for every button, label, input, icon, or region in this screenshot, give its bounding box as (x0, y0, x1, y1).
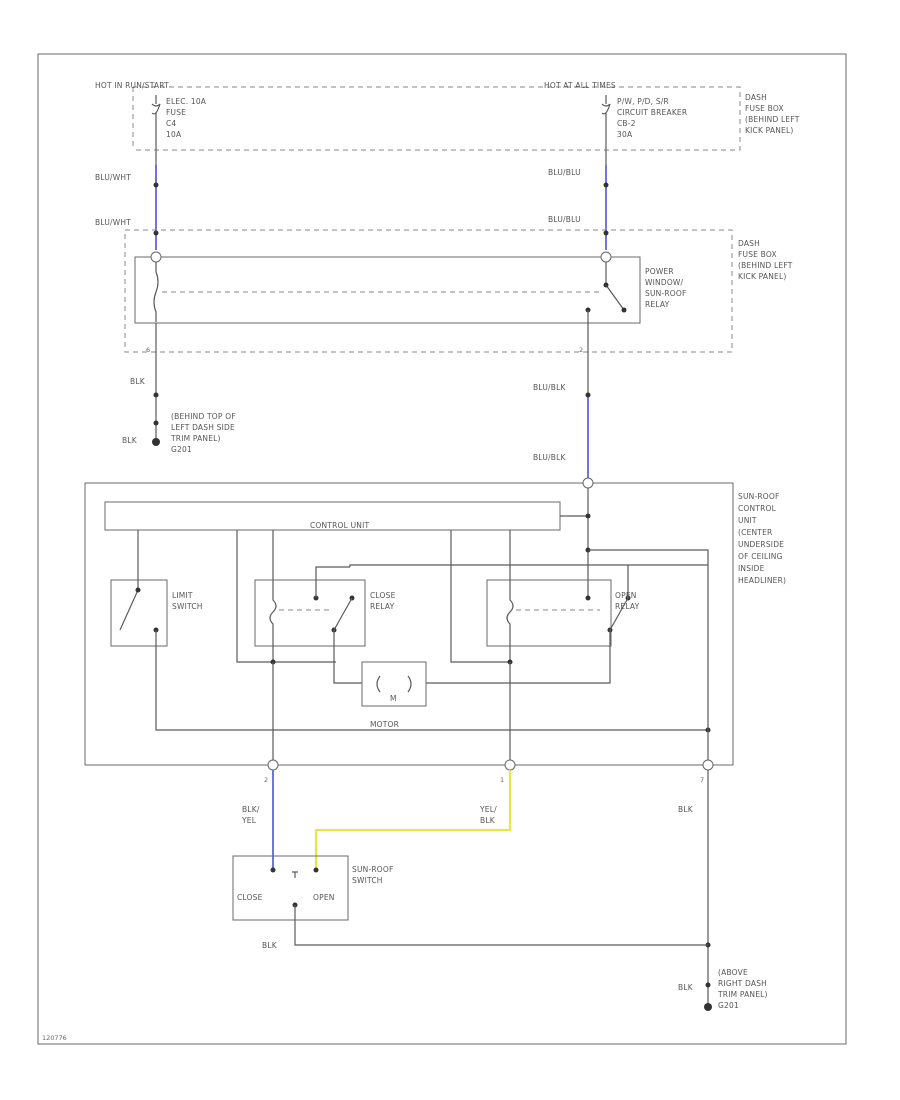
hot-all-times-label: HOT AT ALL TIMES (544, 81, 616, 90)
close-relay-box (254, 579, 366, 647)
fuse-right-line4: 30A (617, 130, 633, 139)
dash-fuse-mid-4: KICK PANEL) (738, 272, 787, 281)
mid-fuse-box-outline (124, 229, 733, 353)
g201-4: G201 (171, 445, 192, 454)
wire-label-blk-4: BLK (262, 941, 278, 950)
g201-2: LEFT DASH SIDE (171, 423, 235, 432)
cu-loc-5: UNDERSIDE (738, 540, 784, 549)
sunroof-switch-2: SWITCH (352, 876, 383, 885)
outer-frame (37, 53, 847, 1045)
close-relay-2: RELAY (370, 602, 395, 611)
motor-label: MOTOR (370, 720, 399, 729)
control-unit-label: CONTROL UNIT (310, 521, 370, 530)
pin-4: 7 (700, 776, 704, 784)
g201-1: (BEHIND TOP OF (171, 412, 236, 421)
fuse-left-line4: 10A (166, 130, 182, 139)
power-relay-4: RELAY (645, 300, 670, 309)
g201b-2: RIGHT DASH (718, 979, 767, 988)
sunroof-switch-1: SUN-ROOF (352, 865, 394, 874)
wire-label-blk-yel-a: BLK/ (242, 805, 260, 814)
pin-2: 2 (579, 346, 583, 354)
dash-fuse-mid-1: DASH (738, 239, 760, 248)
relay-coil (153, 262, 159, 322)
pin-7: 1 (500, 776, 504, 784)
limit-switch-2: SWITCH (172, 602, 203, 611)
ground-symbol-g201b (704, 1003, 712, 1011)
top-fuse-box-outline (133, 86, 741, 151)
fuse-left-line2: FUSE (166, 108, 186, 117)
g201b-3: TRIM PANEL) (717, 990, 768, 999)
motor-symbol: M (390, 694, 397, 703)
cu-loc-4: (CENTER (738, 528, 772, 537)
pin-1: 6 (146, 346, 150, 354)
sunroof-control-unit-box (84, 482, 734, 766)
dash-fuse-mid-3: (BEHIND LEFT (738, 261, 793, 270)
dash-fuse-top-2: FUSE BOX (745, 104, 784, 113)
cu-loc-6: OF CEILING (738, 552, 783, 561)
power-relay-3: SUN-ROOF (645, 289, 687, 298)
ground-symbol-g201 (152, 438, 160, 446)
fuse-right-line1: P/W, P/D, S/R (617, 97, 669, 106)
sunroof-switch-contact (292, 871, 298, 878)
power-relay-box (134, 256, 641, 324)
hot-run-start-label: HOT IN RUN/START (95, 81, 169, 90)
wire-label-blu-wht-1: BLU/WHT (95, 173, 131, 182)
open-relay-coil (506, 530, 514, 662)
wire-label-blu-blu-2: BLU/BLU (548, 215, 581, 224)
wire-label-blu-wht-2: BLU/WHT (95, 218, 131, 227)
wire-label-blk-yel-b: YEL (241, 816, 257, 825)
close-relay-coil (269, 530, 277, 662)
close-relay-1: CLOSE (370, 591, 396, 600)
fuse-left-line3: C4 (166, 119, 176, 128)
fuse-right-line2: CIRCUIT BREAKER (617, 108, 687, 117)
wire-label-blu-blk-1: BLU/BLK (533, 383, 566, 392)
pin-5: 2 (264, 776, 268, 784)
limit-switch-1: LIMIT (172, 591, 193, 600)
cu-loc-7: INSIDE (738, 564, 765, 573)
wire-label-blk-3: BLK (678, 805, 694, 814)
sunroof-switch-box (232, 855, 349, 921)
power-relay-1: POWER (645, 267, 674, 276)
wire-label-yel-blk-a: YEL/ (479, 805, 497, 814)
dash-fuse-mid-2: FUSE BOX (738, 250, 777, 259)
cu-loc-1: SUN-ROOF (738, 492, 780, 501)
open-relay-box (486, 579, 612, 647)
open-relay-2: RELAY (615, 602, 640, 611)
power-relay-2: WINDOW/ (645, 278, 684, 287)
fuse-left-line1: ELEC. 10A (166, 97, 207, 106)
g201b-4: G201 (718, 1001, 739, 1010)
switch-close-label: CLOSE (237, 893, 263, 902)
switch-open-label: OPEN (313, 893, 335, 902)
g201-3: TRIM PANEL) (170, 434, 221, 443)
cu-loc-8: HEADLINER) (738, 576, 786, 585)
dash-fuse-top-3: (BEHIND LEFT (745, 115, 800, 124)
wire-label-yel-blk-b: BLK (480, 816, 496, 825)
dash-fuse-top-4: KICK PANEL) (745, 126, 794, 135)
fuse-right-line3: CB-2 (617, 119, 636, 128)
relay-contact (605, 262, 625, 311)
dash-fuse-top-1: DASH (745, 93, 767, 102)
wire-label-blu-blk-2: BLU/BLK (533, 453, 566, 462)
yel-blk-wire (314, 770, 512, 870)
g201b-1: (ABOVE (718, 968, 748, 977)
diagram-id: 120776 (42, 1034, 67, 1042)
motor-box (361, 661, 427, 707)
cu-loc-3: UNIT (738, 516, 757, 525)
limit-switch-box (110, 579, 168, 647)
wire-label-blk-1: BLK (130, 377, 146, 386)
open-relay-1: OPEN (615, 591, 637, 600)
cu-loc-2: CONTROL (738, 504, 777, 513)
wire-label-blu-blu-1: BLU/BLU (548, 168, 581, 177)
wire-label-blk-2: BLK (122, 436, 138, 445)
wire-label-blk-5: BLK (678, 983, 694, 992)
